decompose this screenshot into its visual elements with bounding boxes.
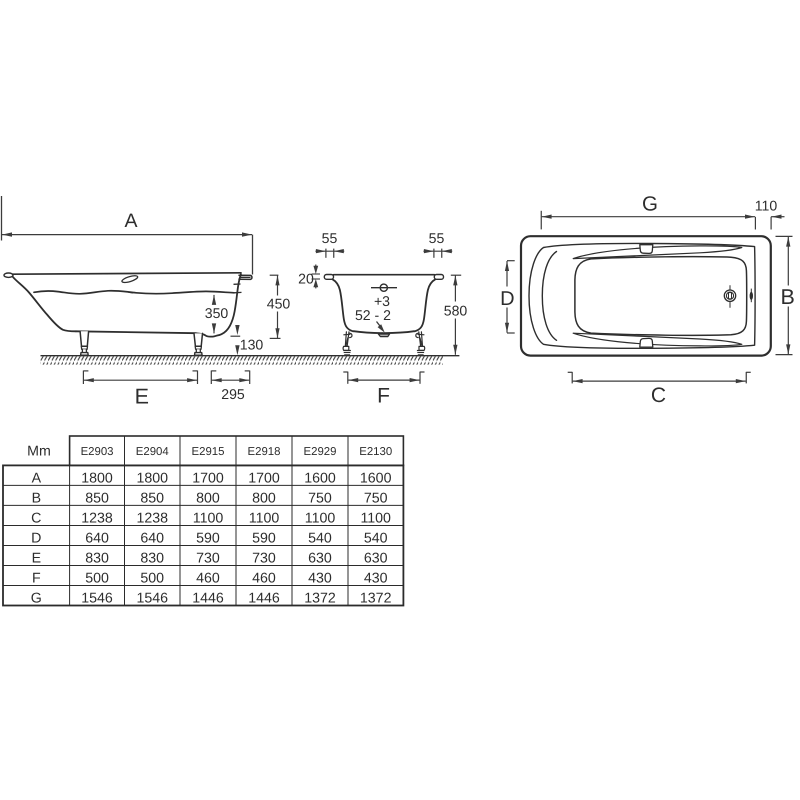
svg-text:830: 830 bbox=[85, 550, 109, 566]
svg-text:830: 830 bbox=[140, 550, 164, 566]
svg-text:55: 55 bbox=[429, 230, 445, 246]
svg-text:G: G bbox=[642, 192, 658, 215]
svg-text:1372: 1372 bbox=[304, 590, 336, 606]
svg-text:E2904: E2904 bbox=[136, 446, 169, 458]
svg-text:1100: 1100 bbox=[249, 510, 280, 526]
svg-text:540: 540 bbox=[364, 530, 388, 546]
svg-text:730: 730 bbox=[252, 550, 276, 566]
svg-text:E2130: E2130 bbox=[359, 446, 392, 458]
svg-text:430: 430 bbox=[308, 570, 332, 586]
svg-text:1800: 1800 bbox=[136, 470, 168, 486]
svg-text:1800: 1800 bbox=[81, 470, 113, 486]
svg-text:850: 850 bbox=[140, 490, 164, 506]
svg-text:F: F bbox=[32, 570, 41, 586]
svg-text:Mm: Mm bbox=[27, 444, 51, 460]
svg-text:350: 350 bbox=[205, 305, 229, 321]
svg-text:D: D bbox=[500, 288, 514, 310]
svg-text:630: 630 bbox=[308, 550, 332, 566]
svg-text:52 - 2: 52 - 2 bbox=[355, 307, 391, 323]
svg-text:B: B bbox=[781, 285, 795, 309]
svg-text:730: 730 bbox=[196, 550, 220, 566]
svg-text:B: B bbox=[32, 490, 41, 506]
svg-text:1100: 1100 bbox=[360, 510, 391, 526]
svg-text:1446: 1446 bbox=[192, 590, 224, 606]
svg-text:640: 640 bbox=[140, 530, 164, 546]
svg-text:540: 540 bbox=[308, 530, 332, 546]
svg-text:C: C bbox=[31, 510, 41, 526]
svg-text:580: 580 bbox=[444, 302, 468, 318]
svg-text:1600: 1600 bbox=[304, 470, 336, 486]
svg-text:590: 590 bbox=[196, 530, 220, 546]
svg-text:E2929: E2929 bbox=[304, 446, 337, 458]
svg-text:460: 460 bbox=[252, 570, 276, 586]
svg-text:1238: 1238 bbox=[136, 510, 168, 526]
svg-text:1372: 1372 bbox=[360, 590, 392, 606]
svg-text:1238: 1238 bbox=[81, 510, 113, 526]
svg-text:130: 130 bbox=[240, 336, 264, 352]
svg-text:850: 850 bbox=[85, 490, 109, 506]
svg-text:E: E bbox=[32, 550, 41, 566]
svg-text:460: 460 bbox=[196, 570, 220, 586]
svg-text:1700: 1700 bbox=[248, 470, 280, 486]
svg-text:110: 110 bbox=[755, 198, 778, 214]
svg-text:1546: 1546 bbox=[81, 590, 113, 606]
svg-text:1546: 1546 bbox=[136, 590, 168, 606]
svg-text:A: A bbox=[32, 470, 42, 486]
svg-text:E2903: E2903 bbox=[81, 446, 114, 458]
svg-text:750: 750 bbox=[364, 490, 388, 506]
svg-text:800: 800 bbox=[196, 490, 220, 506]
svg-text:20: 20 bbox=[298, 270, 314, 286]
svg-text:E2918: E2918 bbox=[248, 446, 281, 458]
svg-text:500: 500 bbox=[85, 570, 109, 586]
svg-text:G: G bbox=[31, 590, 42, 606]
svg-text:C: C bbox=[651, 384, 666, 407]
svg-text:1100: 1100 bbox=[305, 510, 336, 526]
svg-text:1100: 1100 bbox=[193, 510, 224, 526]
svg-text:590: 590 bbox=[252, 530, 276, 546]
svg-text:640: 640 bbox=[85, 530, 109, 546]
svg-text:295: 295 bbox=[221, 386, 245, 402]
svg-text:430: 430 bbox=[364, 570, 388, 586]
svg-text:E2915: E2915 bbox=[192, 446, 225, 458]
svg-text:750: 750 bbox=[308, 490, 332, 506]
svg-text:450: 450 bbox=[267, 295, 291, 311]
svg-text:1600: 1600 bbox=[360, 470, 392, 486]
svg-text:800: 800 bbox=[252, 490, 276, 506]
svg-text:1446: 1446 bbox=[248, 590, 280, 606]
svg-text:A: A bbox=[124, 210, 137, 232]
svg-text:+3: +3 bbox=[374, 293, 390, 309]
svg-text:630: 630 bbox=[364, 550, 388, 566]
svg-text:500: 500 bbox=[140, 570, 164, 586]
svg-text:1700: 1700 bbox=[192, 470, 224, 486]
svg-text:E: E bbox=[135, 385, 149, 409]
svg-text:F: F bbox=[377, 385, 390, 408]
svg-text:55: 55 bbox=[322, 230, 338, 246]
svg-text:D: D bbox=[31, 530, 41, 546]
